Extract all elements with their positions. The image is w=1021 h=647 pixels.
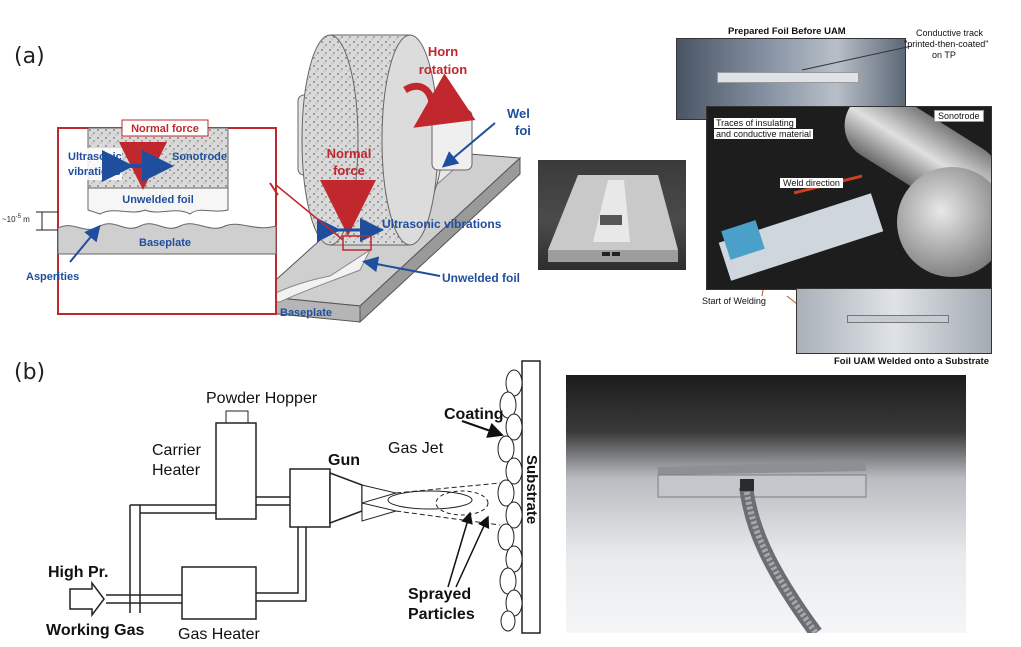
welded-label: Welded: [507, 106, 530, 121]
ultrasonic-vibrations-label: Ultrasonic vibrations: [382, 217, 502, 231]
inset-baseplate-label: Baseplate: [139, 237, 191, 249]
welded-bar-photo: [538, 160, 686, 270]
foil-welded-title: Foil UAM Welded onto a Substrate: [834, 356, 989, 367]
powder-hopper: [225, 410, 249, 424]
weld-direction-label: Weld direction: [780, 178, 843, 188]
carrier-heater: [215, 422, 257, 520]
uam-schematic: Normal force Sonotrode Ultrasonic vibrat…: [2, 34, 530, 324]
main-pipe: [106, 527, 307, 604]
uam-photo-collage: Prepared Foil Before UAM Conductive trac…: [672, 26, 992, 367]
substrate-label: Substrate: [523, 455, 540, 524]
scale-label: ~10-5 m: [2, 214, 30, 224]
sprayed-label: Sprayed: [408, 586, 471, 603]
working-gas-arrow: [69, 580, 105, 618]
gun-nozzle: [329, 471, 363, 525]
panel-b-label: (b): [14, 360, 46, 385]
gas-jet-label: Gas Jet: [388, 440, 444, 457]
welded-foil-photo: [796, 288, 992, 354]
high-pr-label: High Pr.: [48, 564, 108, 581]
inset-normal-force-label: Normal force: [131, 123, 199, 135]
heater-label: Heater: [152, 462, 201, 479]
gun-label: Gun: [328, 452, 360, 469]
traces-label-2: and conductive material: [714, 129, 814, 139]
carrier-label: Carrier: [152, 442, 202, 459]
foil-label: foil: [515, 123, 530, 138]
unwelded-foil-strip: [260, 248, 372, 303]
conductive-track-label-1: Conductive track: [916, 28, 984, 38]
rotation-label: rotation: [419, 62, 467, 77]
gas-jet: [387, 490, 473, 510]
start-of-welding-label: Start of Welding: [702, 296, 766, 306]
panel-a-label: (a): [14, 44, 45, 69]
gas-heater-label: Gas Heater: [178, 626, 260, 643]
force-label: force: [333, 163, 365, 178]
substrate-plate: [521, 360, 541, 634]
conductive-track-label-3: on TP: [932, 50, 956, 60]
inset-unwelded-foil-label: Unwelded foil: [122, 194, 194, 206]
asperities-label: Asperities: [26, 271, 79, 283]
carrier-pipe: [129, 496, 290, 613]
traces-label-1: Traces of insulating: [714, 118, 796, 128]
sonotrode-photo-label: Sonotrode: [934, 110, 984, 122]
particles-label: Particles: [408, 606, 475, 623]
gas-heater: [181, 566, 257, 620]
coating-splats: [497, 369, 523, 632]
powder-hopper-label: Powder Hopper: [206, 390, 318, 407]
normal-label: Normal: [327, 146, 372, 161]
contact-zone-box: [342, 235, 372, 251]
welded-bar-image: [548, 175, 678, 262]
cold-spray-schematic: Powder Hopper Carrier Heater Gun Gas Jet…: [46, 360, 541, 643]
baseplate-label: Baseplate: [280, 307, 332, 319]
working-gas-label: Working Gas: [46, 622, 144, 639]
conductive-track-label-2: "printed-then-coated": [904, 39, 989, 49]
sensor-plate-photo: [566, 375, 966, 633]
coating-label: Coating: [444, 406, 504, 423]
inset-sonotrode-label: Sonotrode: [172, 151, 227, 163]
horn-rotation-arrow: [403, 73, 476, 128]
sensor-plate-image: [657, 461, 867, 633]
unwelded-foil-label: Unwelded foil: [442, 271, 520, 285]
inset-vibrations-label: vibrations: [68, 166, 121, 178]
horn-label: Horn: [428, 44, 458, 59]
prepared-foil-title: Prepared Foil Before UAM: [728, 26, 846, 37]
inset-ultrasonic-label: Ultrasonic: [68, 151, 122, 163]
gun-body: [289, 468, 331, 528]
